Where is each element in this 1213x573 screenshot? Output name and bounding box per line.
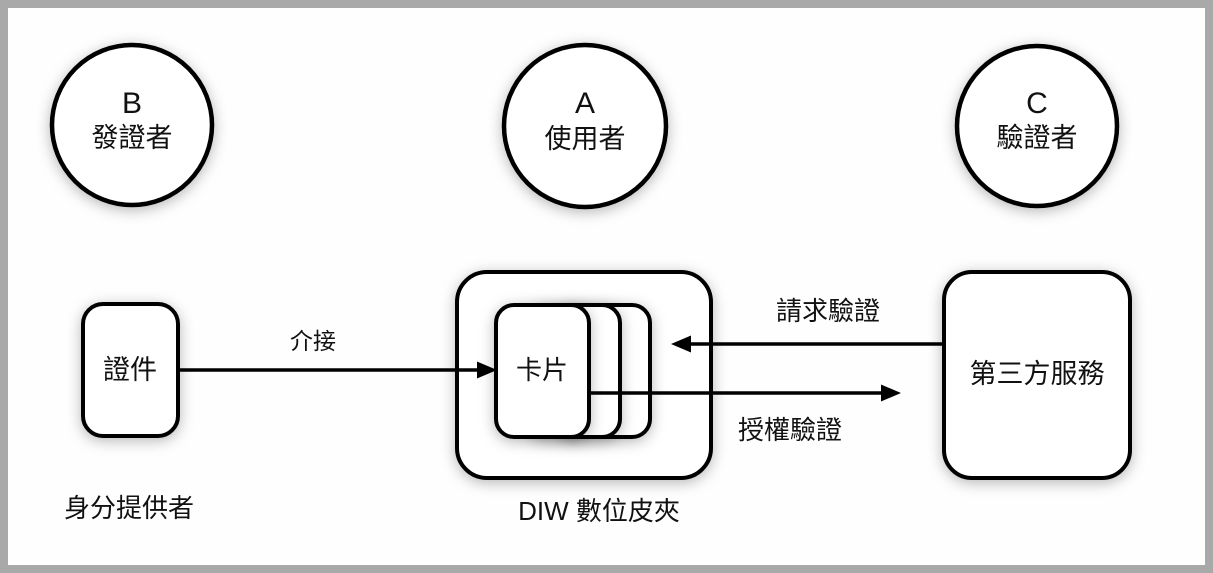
actor-verifier: C 驗證者 — [954, 43, 1120, 209]
card-stack: 卡片 — [494, 303, 652, 439]
actor-letter-issuer: B — [122, 87, 142, 120]
actor-role-verifier: 驗證者 — [997, 123, 1078, 153]
actor-role-user: 使用者 — [545, 124, 626, 154]
card-front — [494, 303, 591, 439]
actor-letter-user: A — [575, 87, 595, 120]
actor-role-issuer: 發證者 — [92, 123, 173, 153]
credential-label: 證件 — [103, 355, 157, 385]
request-arrowhead-icon — [671, 335, 691, 353]
authorize-arrowhead-icon — [881, 384, 901, 402]
integration-arrowhead-icon — [477, 361, 497, 379]
card-label: 卡片 — [516, 355, 568, 385]
actor-user: A 使用者 — [501, 42, 669, 210]
wallet-caption: DIW 數位皮夾 — [518, 496, 680, 526]
edge-integration: 介接 — [178, 328, 497, 379]
wallet-node: 卡片 DIW 數位皮夾 — [455, 270, 713, 526]
actor-issuer: B 發證者 — [49, 42, 215, 208]
actor-circle-user — [501, 42, 669, 210]
request-verification-label: 請求驗證 — [776, 296, 880, 326]
edge-authorize-verification: 授權驗證 — [589, 384, 901, 445]
third-party-label: 第三方服務 — [970, 359, 1105, 389]
credential-node: 證件 身分提供者 — [64, 302, 194, 523]
actor-circle-verifier — [954, 43, 1120, 209]
identity-provider-caption: 身分提供者 — [64, 493, 194, 523]
authorize-verification-label: 授權驗證 — [738, 415, 842, 445]
third-party-node: 第三方服務 — [942, 270, 1132, 480]
third-party-box — [942, 270, 1132, 480]
edge-request-verification: 請求驗證 — [671, 296, 944, 353]
actor-circle-issuer — [49, 42, 215, 208]
actor-letter-verifier: C — [1026, 87, 1048, 120]
integration-label: 介接 — [290, 328, 336, 354]
